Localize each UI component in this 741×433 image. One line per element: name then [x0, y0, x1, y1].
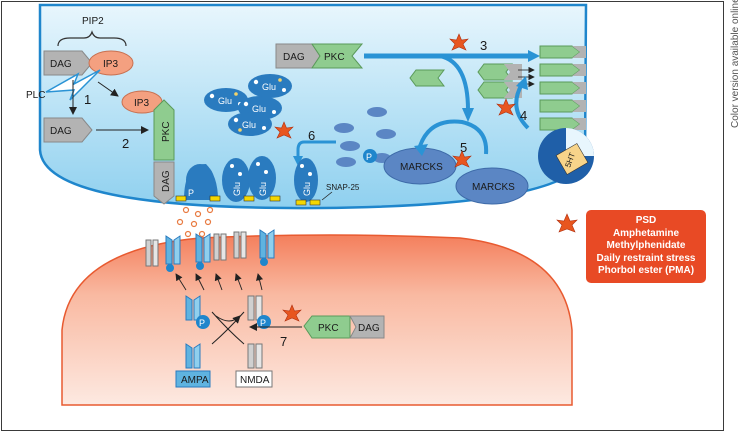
dag-label-top: DAG: [283, 52, 305, 63]
step6-arrow: [296, 140, 336, 158]
snap25-label: SNAP-25: [326, 183, 360, 192]
step-5-number: 5: [460, 140, 467, 155]
pkc-vertical: [153, 99, 175, 161]
marcks-fragments: [334, 107, 396, 167]
dag-vertical: [153, 161, 175, 205]
drug-star-5: [452, 150, 472, 168]
dag-box-1: [43, 50, 93, 76]
cross-arrow-2: [211, 311, 245, 345]
nmda-label-box: [235, 370, 273, 388]
dag-label-post: DAG: [358, 323, 380, 334]
dag-label-2: DAG: [50, 126, 72, 137]
ip3-ellipse-1: [88, 50, 134, 76]
step-3-number: 3: [480, 38, 487, 53]
p-label: P: [260, 318, 266, 328]
step5-arrowhead: [414, 144, 428, 156]
transporter-stack: [539, 45, 586, 131]
phospho-marker: [363, 149, 377, 163]
ampa-label: AMPA: [181, 375, 209, 386]
plc-label: PLC: [26, 90, 45, 101]
pkc-label-post: PKC: [318, 323, 339, 334]
glu-label: Glu: [218, 96, 232, 106]
legend-star: [556, 213, 578, 233]
p-label: P: [366, 152, 372, 162]
drug-star-3: [449, 33, 469, 51]
docked-glu-label: Glu: [302, 182, 312, 196]
snap25-blocks: [175, 195, 321, 206]
ip3-label-2: IP3: [134, 98, 149, 109]
glu-label: Glu: [242, 120, 256, 130]
cross-arrow-3: [215, 315, 241, 324]
ip3-label-1: IP3: [103, 59, 118, 70]
p-label: P: [199, 318, 205, 328]
step-7-number: 7: [280, 334, 287, 349]
side-note: Color version available online: [730, 0, 740, 128]
pkc-box-top: [311, 43, 364, 69]
pkc-label-top: PKC: [324, 52, 345, 63]
legend-box: PSD Amphetamine Methylphenidate Daily re…: [586, 210, 706, 283]
docked-glu-label: Glu: [232, 182, 242, 196]
phospho-receptor-nmda: P: [247, 295, 271, 329]
pip2-label: PIP2: [82, 16, 104, 27]
nmda-label: NMDA: [240, 375, 270, 386]
step6-arrowhead: [293, 156, 303, 166]
5ht-tag: [555, 143, 589, 175]
dag-vertical-label: DAG: [161, 170, 172, 192]
released-glutamate: [176, 206, 214, 238]
glu-vesicle: Glu: [228, 112, 272, 136]
step-4-number: 4: [520, 108, 527, 123]
ampa-receptor: [185, 343, 201, 369]
docked-p-label: P: [188, 188, 194, 198]
snap25-pointer: [321, 191, 333, 201]
membrane-receptors: [145, 229, 275, 272]
legend-item: Daily restraint stress: [596, 252, 696, 264]
marcks-protein-2: [455, 167, 529, 205]
nmda-receptor: [247, 343, 263, 369]
step4-arrowhead: [516, 76, 528, 90]
glu-vesicle: Glu: [248, 74, 292, 98]
pip2-bracket: [57, 30, 127, 47]
color-version-note: Color version available online: [730, 0, 740, 128]
docked-vesicle: Glu: [294, 158, 318, 202]
drug-star-7: [282, 304, 302, 322]
dag-box-2: [43, 117, 93, 143]
figure-frame: [1, 1, 724, 431]
step-2-number: 2: [122, 136, 129, 151]
docked-vesicle: P: [184, 164, 218, 200]
step3-arrowhead: [528, 50, 540, 62]
step-1-number: 1: [84, 92, 91, 107]
insertion-arrows: [175, 273, 264, 291]
pkc-box-post: [303, 315, 351, 339]
drug-star-4: [496, 98, 516, 116]
marcks-label-2: MARCKS: [472, 182, 515, 193]
step5-arrow: [418, 119, 489, 155]
ampa-label-box: [175, 370, 211, 388]
marcks-label-1: MARCKS: [400, 162, 443, 173]
docked-vesicle: Glu: [222, 158, 250, 202]
legend-item: Phorbol ester (PMA): [597, 265, 695, 277]
pkc-branch-arrowhead: [462, 108, 474, 122]
glu-label: Glu: [252, 104, 266, 114]
docked-vesicle: Glu: [248, 156, 276, 200]
legend-item: PSD: [635, 215, 657, 227]
dag-label-1: DAG: [50, 59, 72, 70]
step-6-number: 6: [308, 128, 315, 143]
phospho-receptor-ampa: P: [185, 295, 210, 329]
legend-item: Amphetamine: [612, 227, 680, 239]
legend-item: Methylphenidate: [606, 240, 686, 252]
glu-label: Glu: [262, 82, 276, 92]
pkc-vertical-label: PKC: [161, 121, 172, 142]
dag-box-post: [349, 315, 385, 339]
drug-star-vesicles: [274, 121, 294, 139]
pkc-branch-arrow: [439, 54, 470, 111]
step4-arrow: [514, 82, 530, 130]
docked-glu-label: Glu: [258, 182, 268, 196]
step1-arrow-ip3: [97, 81, 119, 97]
